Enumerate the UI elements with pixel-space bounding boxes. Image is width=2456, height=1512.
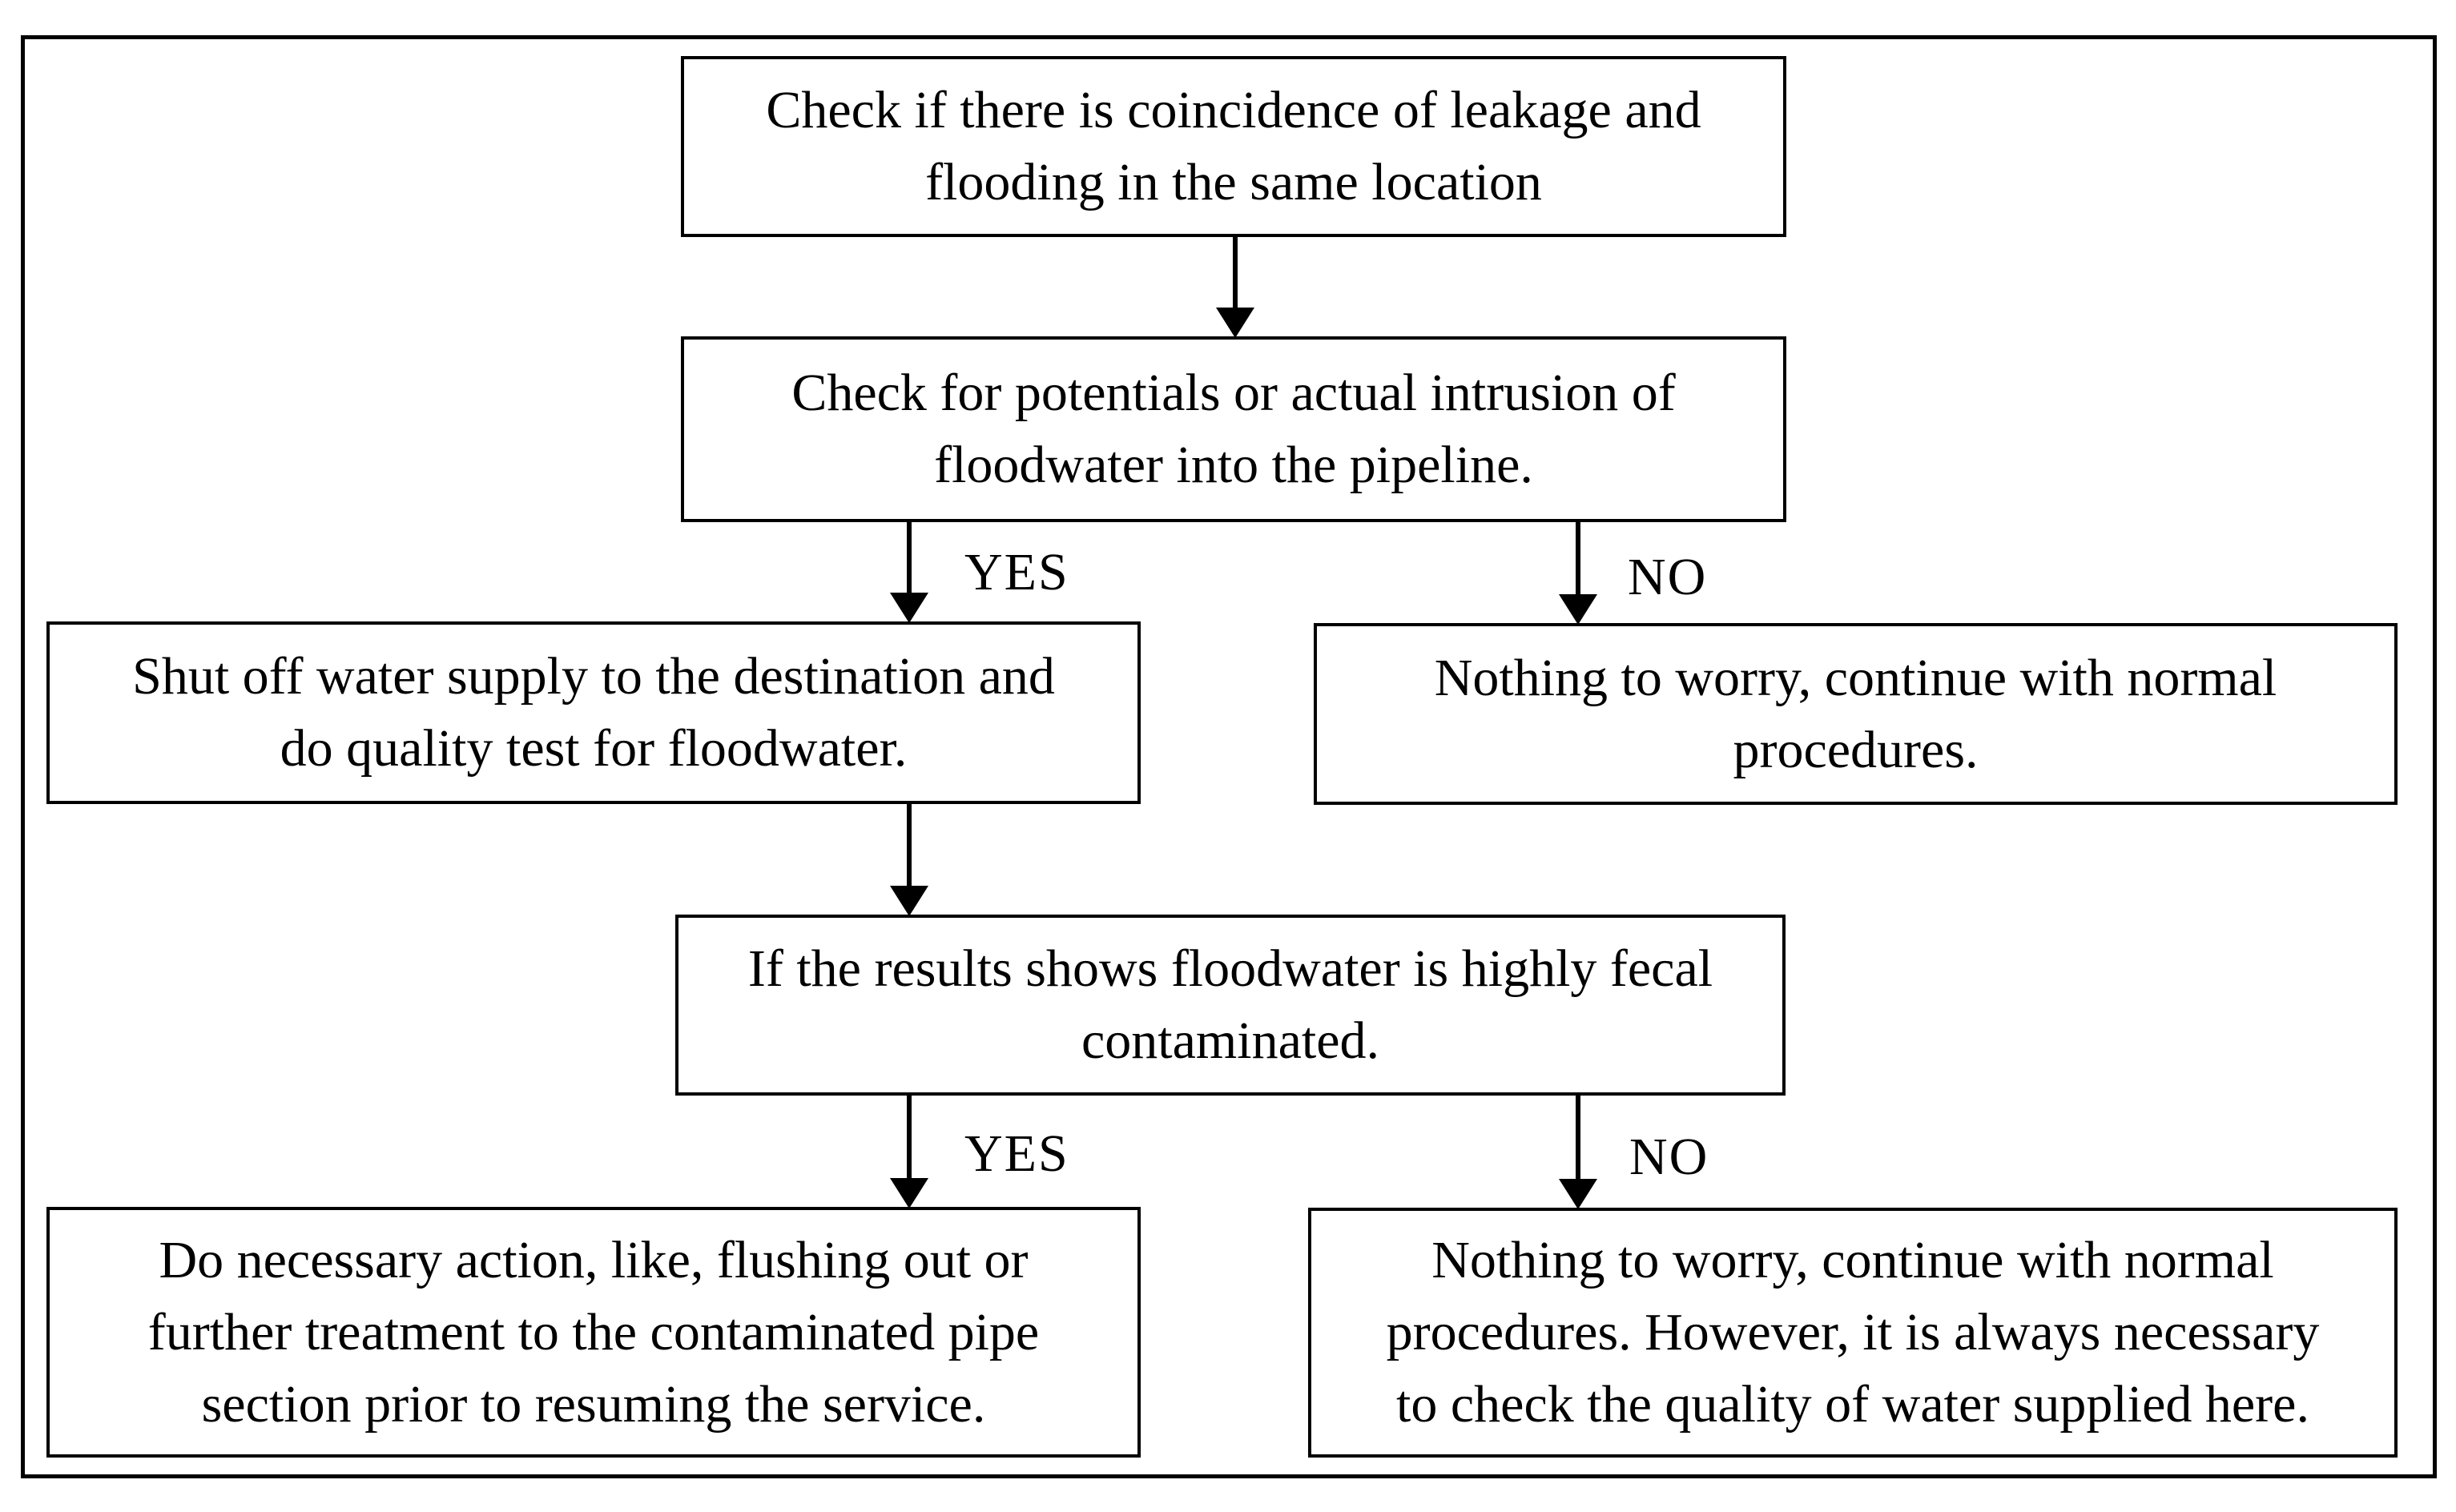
node-text: Do necessary action, like, flushing out … (147, 1230, 1040, 1434)
arrow-shaft (1576, 1096, 1580, 1180)
arrow-down-icon (1216, 308, 1254, 338)
edge-label-no-2: NO (1629, 1128, 1709, 1186)
edge-label-yes-2: YES (964, 1124, 1069, 1183)
node-text: Check if there is coincidence of leakage… (766, 81, 1701, 211)
node-nothing-to-worry-check-quality: Nothing to worry, continue with normal p… (1308, 1208, 2398, 1458)
node-shut-off-supply: Shut off water supply to the destination… (46, 621, 1141, 804)
arrow-shaft (907, 522, 912, 594)
node-text: Nothing to worry, continue with normal p… (1386, 1231, 2320, 1434)
edge-label-no-1: NO (1628, 548, 1708, 606)
arrow-down-icon (890, 886, 928, 916)
node-text: If the results shows floodwater is highl… (747, 939, 1713, 1070)
arrow-down-icon (1559, 1179, 1597, 1209)
node-text: Nothing to worry, continue with normal p… (1434, 648, 2277, 779)
node-nothing-to-worry: Nothing to worry, continue with normal p… (1314, 623, 2398, 805)
node-text: Check for potentials or actual intrusion… (791, 364, 1676, 494)
edge-label-yes-1: YES (964, 543, 1069, 601)
node-check-coincidence: Check if there is coincidence of leakage… (681, 56, 1786, 237)
node-text: Shut off water supply to the destination… (132, 647, 1055, 778)
arrow-down-icon (890, 593, 928, 623)
node-flush-or-treat: Do necessary action, like, flushing out … (46, 1207, 1141, 1458)
arrow-shaft (1233, 237, 1238, 311)
node-fecal-check: If the results shows floodwater is highl… (675, 915, 1786, 1096)
arrow-shaft (907, 1096, 912, 1180)
arrow-down-icon (890, 1178, 928, 1208)
arrow-shaft (1576, 522, 1580, 596)
node-check-intrusion: Check for potentials or actual intrusion… (681, 336, 1786, 522)
arrow-shaft (907, 804, 912, 887)
arrow-down-icon (1559, 594, 1597, 625)
